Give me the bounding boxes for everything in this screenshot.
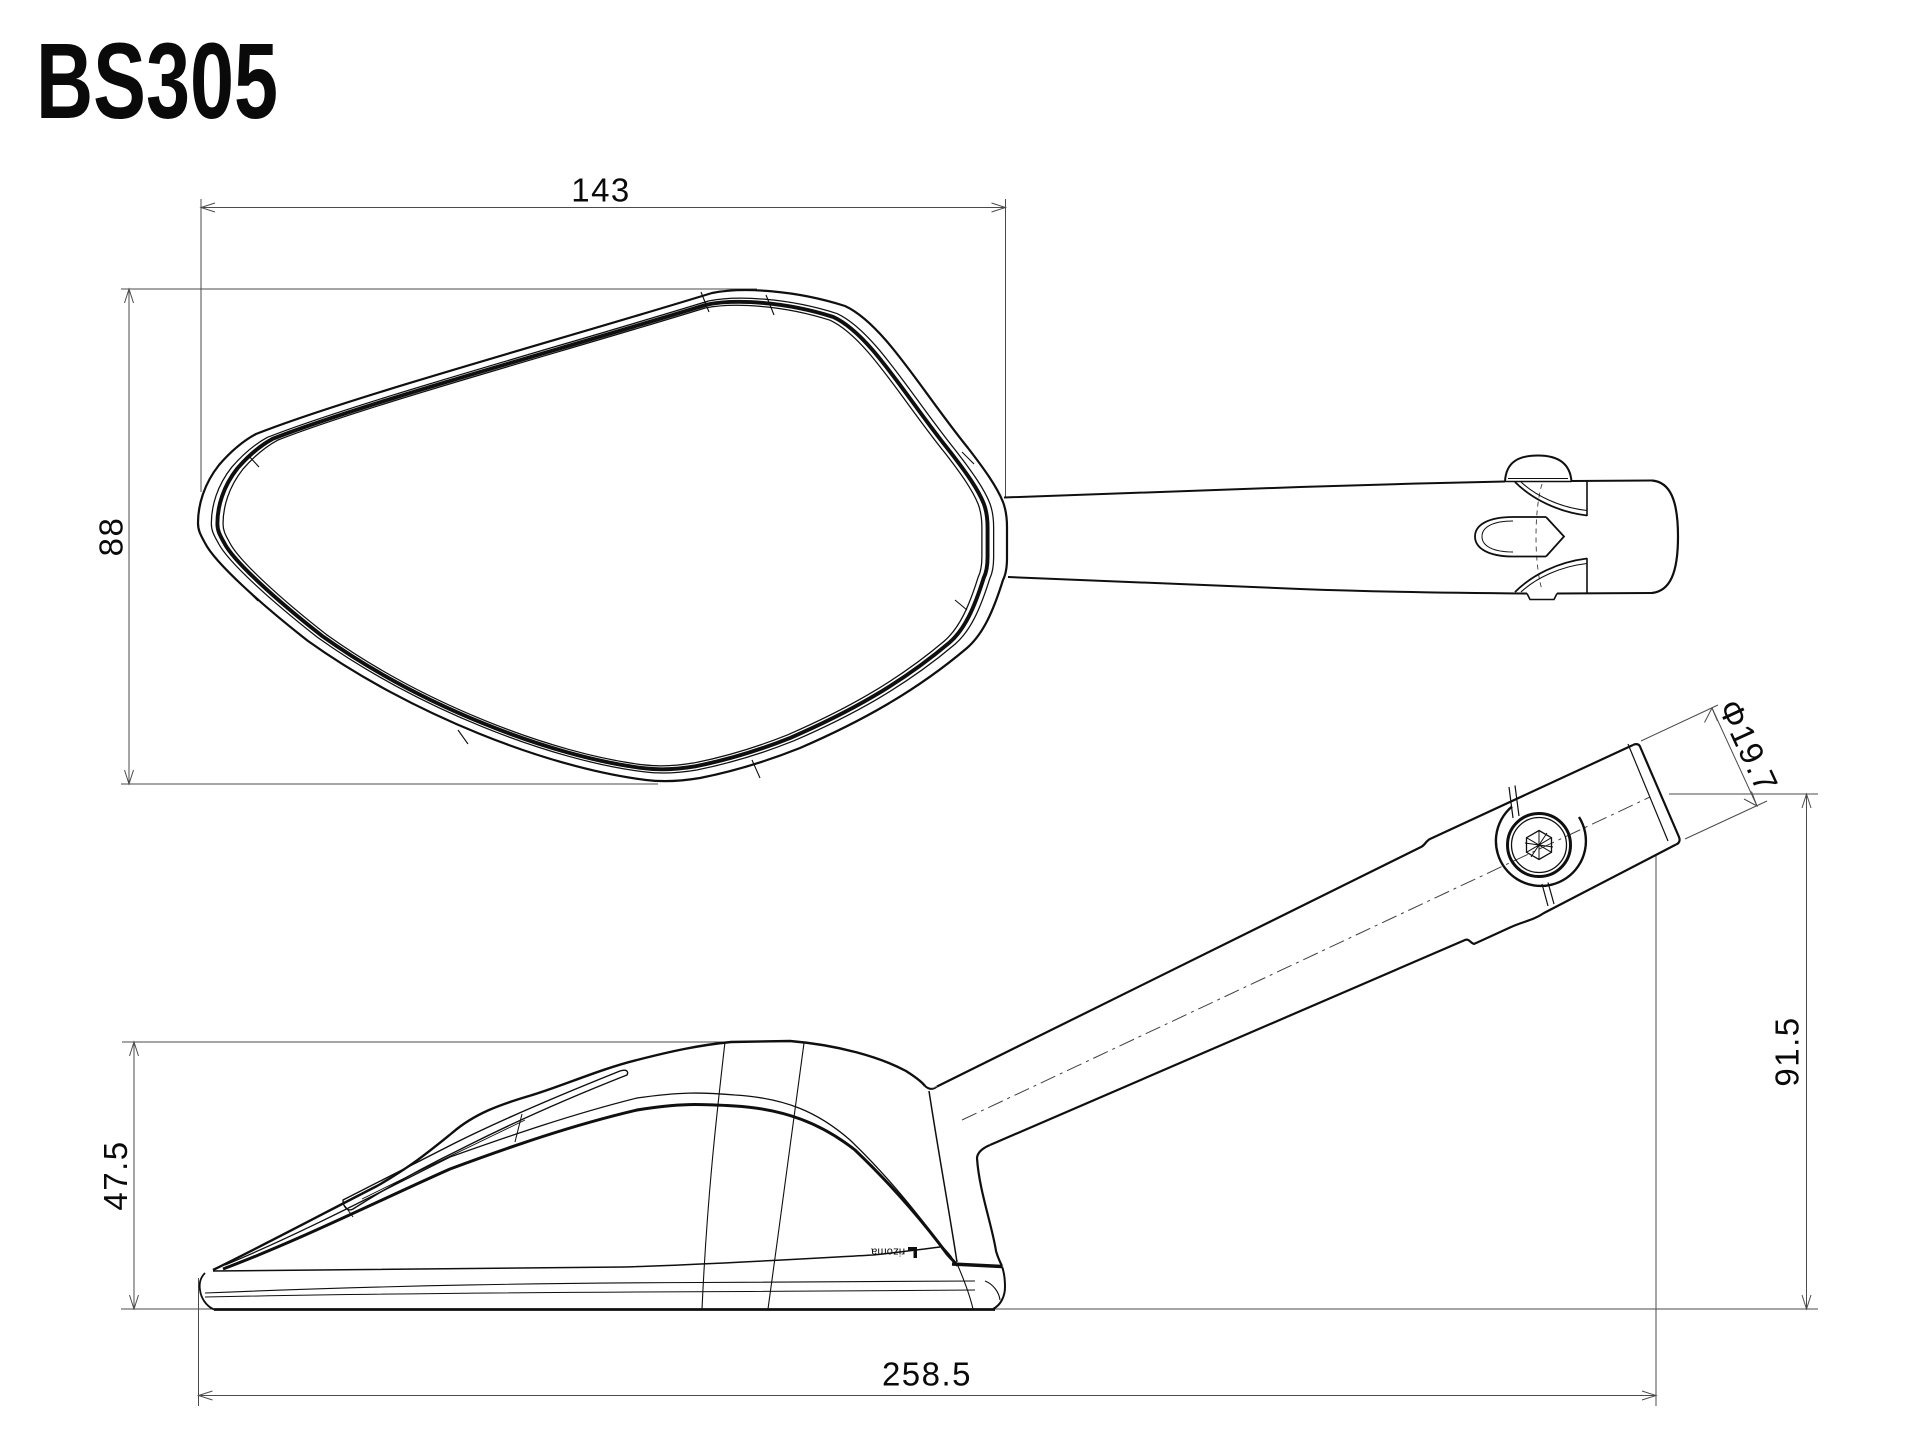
svg-text:258.5: 258.5 [882, 1356, 972, 1393]
svg-text:rizoma: rizoma [870, 1246, 905, 1258]
svg-text:88: 88 [93, 517, 130, 557]
svg-text:91.5: 91.5 [1769, 1016, 1806, 1086]
svg-text:BS305: BS305 [36, 20, 278, 141]
svg-text:143: 143 [571, 172, 631, 209]
svg-text:47.5: 47.5 [97, 1140, 134, 1210]
